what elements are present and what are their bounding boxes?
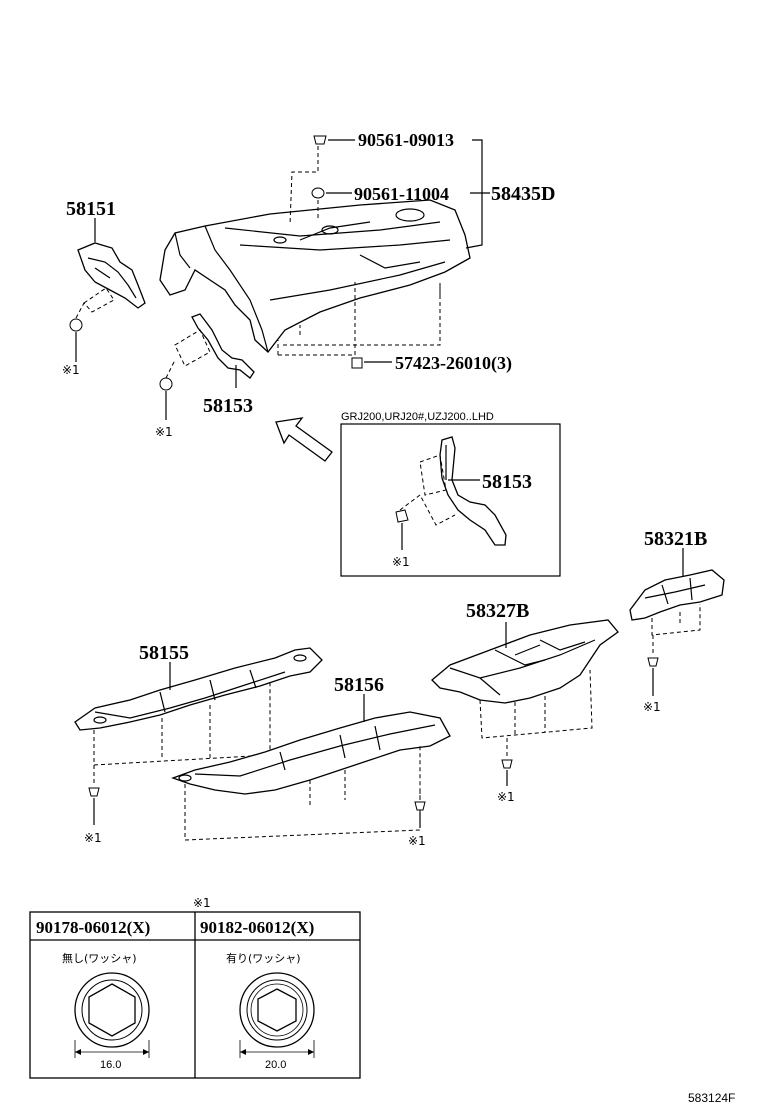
fastener-90561-09013 <box>289 135 327 226</box>
insulator-58327b-drawing <box>431 619 619 704</box>
ref-note-7: ※1 <box>408 834 426 848</box>
ref-note-5: ※1 <box>497 790 515 804</box>
nut-with-washer-drawing <box>239 972 315 1058</box>
nut-58153 <box>159 377 173 391</box>
table-col1-dim: 16.0 <box>100 1059 121 1071</box>
part-number-57423: 57423-26010(3) <box>395 353 512 374</box>
ref-note-3: ※1 <box>392 555 410 569</box>
insulator-58155-drawing <box>74 647 323 731</box>
fastener-90561-11004 <box>311 187 325 218</box>
ref-note-6: ※1 <box>84 831 102 845</box>
inset-caption: GRJ200,URJ20#,UZJ200..LHD <box>341 411 494 423</box>
ref-note-2: ※1 <box>155 425 173 439</box>
part-number-58435d: 58435D <box>491 183 555 205</box>
nut-58155 <box>88 787 100 797</box>
clip-57423 <box>277 282 441 369</box>
nut-58156 <box>414 801 426 811</box>
table-col1-part: 90178-06012(X) <box>36 918 150 937</box>
nut-58153-inset <box>395 509 409 523</box>
insulator-58321b-drawing <box>629 569 725 621</box>
bracket-58153-inset-drawing <box>439 436 507 546</box>
table-col1-desc: 無し(ワッシャ) <box>62 951 137 965</box>
insulator-58151-drawing <box>77 242 146 309</box>
inset-box <box>340 423 561 577</box>
nut-58151 <box>69 318 83 332</box>
part-number-58151: 58151 <box>66 198 116 220</box>
table-col2-dim: 20.0 <box>265 1059 286 1071</box>
ref-note-1: ※1 <box>62 363 80 377</box>
part-number-58153-main: 58153 <box>203 395 253 417</box>
direction-arrow <box>275 417 333 462</box>
table-ref-note: ※1 <box>193 896 211 910</box>
ref-note-4: ※1 <box>643 700 661 714</box>
nut-58321b <box>647 657 659 667</box>
nut-58327b <box>501 759 513 769</box>
part-number-58321b: 58321B <box>644 528 707 550</box>
bracket-58153-drawing <box>191 313 255 379</box>
insulator-58156-drawing <box>171 711 451 795</box>
part-number-58156: 58156 <box>334 674 384 696</box>
table-col2-part: 90182-06012(X) <box>200 918 314 937</box>
nut-without-washer-drawing <box>74 972 150 1058</box>
part-number-90561-11004: 90561-11004 <box>354 184 449 204</box>
part-number-58155: 58155 <box>139 642 189 664</box>
insulator-58435d-drawing <box>159 199 471 353</box>
part-number-58327b: 58327B <box>466 600 529 622</box>
part-number-90561-09013: 90561-09013 <box>358 130 454 150</box>
table-col2-desc: 有り(ワッシャ) <box>226 951 301 965</box>
drawing-code: 583124F <box>688 1091 735 1105</box>
part-number-58153-inset: 58153 <box>482 471 532 493</box>
